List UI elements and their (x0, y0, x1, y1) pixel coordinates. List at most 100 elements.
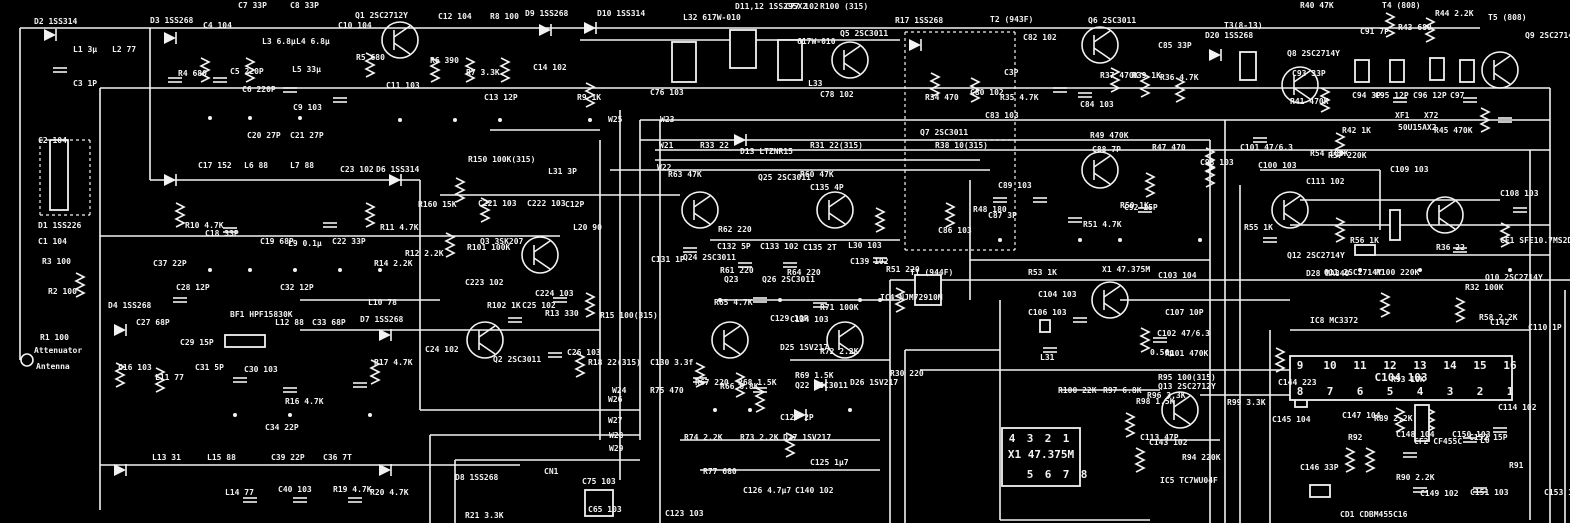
component-label: D8 1SS268 (455, 473, 499, 482)
transistor (1281, 66, 1319, 104)
diode (734, 134, 746, 146)
component-label: R73 2.2K (740, 433, 779, 442)
component-label: R91 (1509, 461, 1524, 470)
component-label: W27 (608, 416, 623, 425)
transistor (466, 321, 504, 359)
component-label: C131 1P (651, 255, 685, 264)
resistor (1384, 12, 1396, 38)
component-label: X72 (1424, 111, 1439, 120)
component-label: L7 88 (290, 161, 314, 170)
resistor (1174, 77, 1186, 103)
transistor-collector (1093, 155, 1111, 168)
component-label: C110 1P (1528, 323, 1562, 332)
component-label: C91 7P (1360, 27, 1389, 36)
component-label: C5 220P (230, 67, 264, 76)
component-label: C140 102 (795, 486, 834, 495)
resistor (1424, 17, 1436, 43)
transistor-emitter (1438, 217, 1456, 230)
component-label: C135 4P (810, 183, 844, 192)
component-label: R40 47K (1300, 1, 1334, 10)
component-label: 617W-010 (797, 37, 836, 46)
transistor-collector (1283, 195, 1301, 208)
component-label: R72 2.2K (820, 347, 859, 356)
component-label: C78 102 (820, 90, 854, 99)
component-label: R45 470K (1434, 126, 1473, 135)
component-label: R100 (315) (820, 2, 868, 11)
component-label: IC4 NJM72910M (880, 293, 943, 302)
diode (164, 32, 176, 44)
component-label: C30 103 (244, 365, 278, 374)
resistor (479, 197, 491, 223)
component-label: C84 103 (1080, 100, 1114, 109)
component-label: L12 88 (275, 318, 304, 327)
transistor-emitter (1493, 72, 1511, 85)
component-label: C221 103 (478, 199, 517, 208)
component-label: L31 (1040, 353, 1055, 362)
ic-pin-number: 6 (1357, 385, 1364, 398)
component-label: D3 1SS268 (150, 16, 194, 25)
component-label: W28 (609, 431, 624, 440)
component-label: C39 22P (271, 453, 305, 462)
ic-pin-number: 5 (1387, 385, 1394, 398)
component-label: C129 10P (770, 314, 809, 323)
ic-pin-number: 15 (1473, 359, 1486, 372)
component-label: L3 6.8µ (262, 37, 296, 46)
transistor (1481, 51, 1519, 89)
component-label: C98 103 (1200, 158, 1234, 167)
component-label: Q13 2SC2712Y (1158, 382, 1216, 391)
component-label: R92 (1348, 433, 1363, 442)
component-label: L0 (1480, 436, 1490, 445)
component-label: C86 103 (938, 226, 972, 235)
component-label: C3 1P (73, 79, 97, 88)
component-label: C80 102 (970, 88, 1004, 97)
resistor (584, 292, 596, 318)
component-label: R6 390 (430, 56, 459, 65)
resistor (244, 57, 256, 83)
transistor-collector (838, 325, 856, 338)
transistor-collector (393, 25, 411, 38)
component-label: D4 1SS268 (108, 301, 152, 310)
inductor-block (1239, 51, 1257, 81)
component-label: CD1 CDBM455C16 (1340, 510, 1408, 519)
resistor (1334, 217, 1346, 243)
diode (794, 409, 806, 421)
resistor (364, 202, 376, 228)
diode (909, 39, 921, 51)
component-label: Antenna (36, 362, 70, 371)
junction-dot (368, 413, 372, 417)
component-label: R53 1K (1028, 268, 1057, 277)
component-label: C126 4.7µ7 (743, 486, 791, 495)
ic-pin-number: 4 (1009, 432, 1016, 445)
component-label: C25 102 (522, 301, 556, 310)
resistor (1499, 222, 1511, 248)
component-label: L13 31 (152, 453, 181, 462)
resistor (429, 57, 441, 83)
component-label: W29 (609, 444, 624, 453)
component-label: C83 103 (985, 111, 1019, 120)
resistor (969, 77, 981, 103)
resistor (114, 362, 126, 388)
component-label: L10 78 (368, 298, 397, 307)
component-label: C106 103 (1028, 308, 1067, 317)
transistor (816, 191, 854, 229)
resistor (174, 202, 186, 228)
junction-dot (293, 268, 297, 272)
component-label: R41 470K (1290, 97, 1329, 106)
component-label: C82 102 (1023, 33, 1057, 42)
component-label: R98 1.5K (1136, 397, 1175, 406)
component-label: C153 10P (1544, 488, 1570, 497)
component-label: C23 102 (340, 165, 374, 174)
component-label: R160 15K (418, 200, 457, 209)
inductor-block (584, 489, 614, 517)
ic-pin-number: 2 (1477, 385, 1484, 398)
junction-dot (858, 298, 862, 302)
resistor (734, 372, 746, 398)
component-label: C13 12P (484, 93, 518, 102)
component-label: W22 (657, 163, 672, 172)
ic-pin-number: 6 (1045, 468, 1052, 481)
component-label: C125 1µ7 (810, 458, 849, 467)
ic-pin-number: 9 (1297, 359, 1304, 372)
component-label: R64 220 (787, 268, 821, 277)
component-label: C24 102 (425, 345, 459, 354)
